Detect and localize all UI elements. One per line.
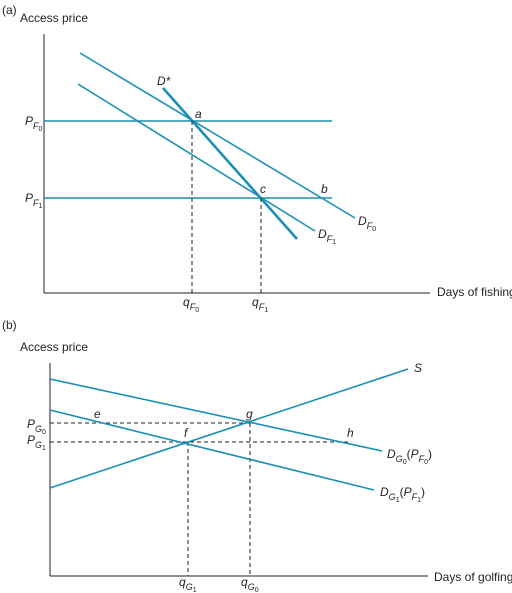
label-df0: DF0 (358, 214, 376, 233)
demand-curve-df0 (79, 52, 356, 219)
panel-b: (b) Access price Days of golfing PG0 PG1… (2, 318, 512, 593)
label-qf1: qF1 (252, 295, 268, 314)
panel-b-y-axis-label: Access price (20, 340, 88, 354)
point-label-e: e (94, 407, 101, 421)
panel-a-tag: (a) (2, 3, 17, 17)
demand-curve-dg0 (49, 378, 383, 452)
demand-curve-df1 (77, 83, 316, 232)
point-label-g: g (246, 407, 253, 421)
label-pf1: PF1 (25, 191, 43, 210)
point-label-a: a (195, 107, 202, 121)
point-label-f: f (184, 426, 189, 440)
panel-a-x-axis-label: Days of fishing (437, 285, 512, 299)
label-qg1: qG1 (179, 575, 197, 593)
panel-b-x-axis-label: Days of golfing (434, 570, 512, 584)
supply-curve-s (49, 368, 409, 489)
panel-a: (a) Access price Days of fishing PF0 PF1… (2, 3, 512, 314)
label-pf0: PF0 (25, 114, 43, 133)
label-qg0: qG0 (241, 575, 259, 593)
panel-b-tag: (b) (2, 318, 17, 332)
label-df1: DF1 (318, 227, 336, 246)
label-dg0: DG0(PF0) (387, 447, 432, 466)
point-label-b: b (321, 182, 328, 196)
demand-curve-dstar (162, 87, 298, 240)
label-dstar: D* (157, 74, 171, 88)
point-label-h: h (347, 426, 354, 440)
label-dg1: DG1(PF1) (380, 485, 425, 504)
label-qf0: qF0 (183, 295, 199, 314)
point-label-c: c (260, 182, 266, 196)
label-pg1: PG1 (27, 433, 46, 452)
label-s: S (414, 361, 422, 375)
demand-curve-dg1 (49, 409, 375, 491)
panel-a-y-axis-label: Access price (20, 11, 88, 25)
label-pg0: PG0 (27, 417, 46, 436)
